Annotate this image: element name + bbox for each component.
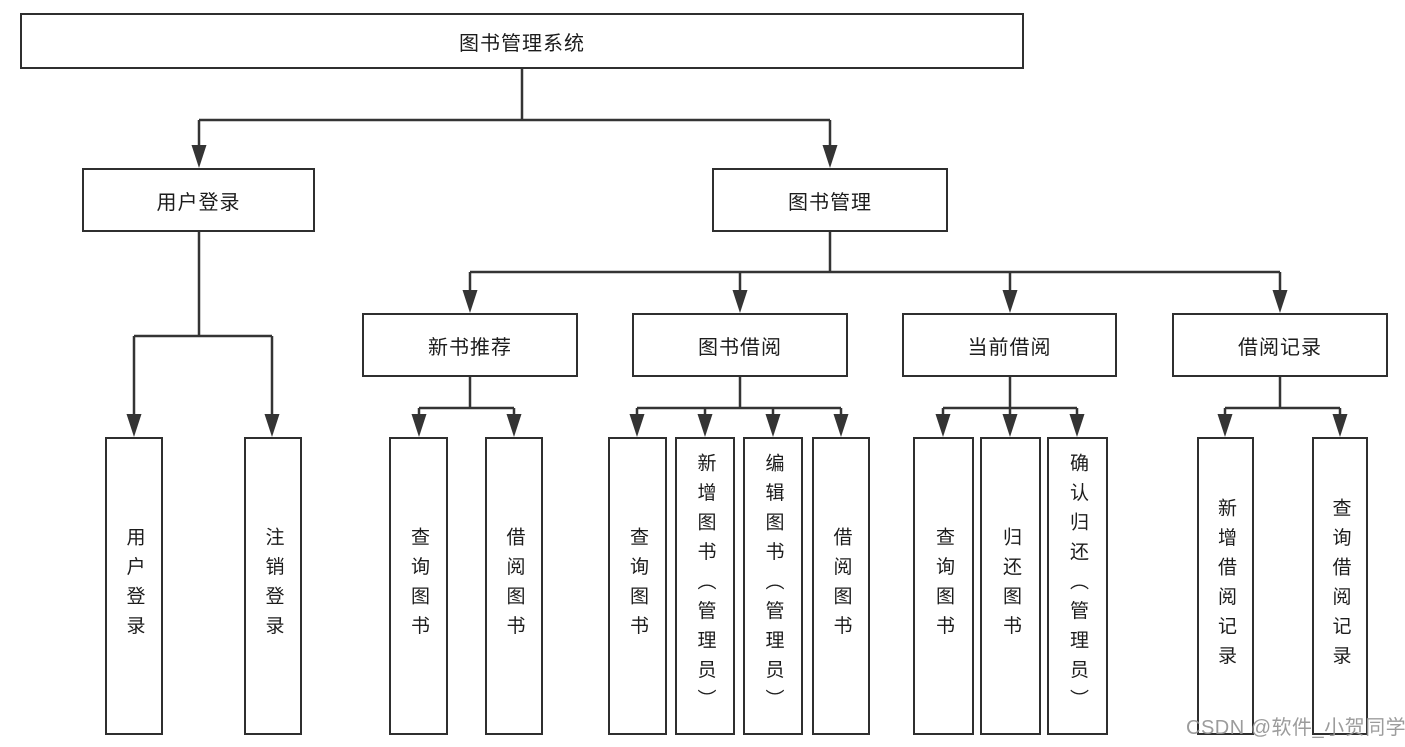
- leaf-add-book-admin-label: 新增图书（管理员）: [694, 453, 716, 719]
- csdn-watermark: CSDN @软件_小贺同学: [1186, 717, 1405, 739]
- node-root-label: 图书管理系统: [459, 32, 585, 55]
- leaf-recommend-query-book-label: 查询图书: [408, 527, 429, 645]
- node-book-management: 图书管理: [712, 168, 948, 232]
- leaf-edit-book-admin: 编辑图书（管理员）: [743, 437, 803, 735]
- node-root: 图书管理系统: [20, 13, 1024, 69]
- leaf-borrow-query-book: 查询图书: [608, 437, 667, 735]
- leaf-borrow-book: 借阅图书: [812, 437, 870, 735]
- leaf-recommend-borrow-book: 借阅图书: [485, 437, 543, 735]
- leaf-current-query-book-label: 查询图书: [933, 527, 954, 645]
- leaf-logout-label: 注销登录: [262, 527, 284, 645]
- node-book-borrow-label: 图书借阅: [698, 336, 782, 359]
- leaf-current-query-book: 查询图书: [913, 437, 974, 735]
- node-current-borrow-label: 当前借阅: [967, 336, 1052, 359]
- node-current-borrow: 当前借阅: [902, 313, 1117, 377]
- leaf-borrow-query-book-label: 查询图书: [627, 527, 648, 645]
- leaf-borrow-book-label: 借阅图书: [830, 527, 852, 645]
- leaf-add-book-admin: 新增图书（管理员）: [675, 437, 735, 735]
- connector-lines: [132, 69, 1342, 417]
- leaf-edit-book-admin-label: 编辑图书（管理员）: [762, 453, 784, 719]
- node-new-book-recommend-label: 新书推荐: [428, 336, 512, 359]
- leaf-query-borrow-record-label: 查询借阅记录: [1329, 497, 1351, 675]
- node-borrow-record: 借阅记录: [1172, 313, 1388, 377]
- node-user-login: 用户登录: [82, 168, 315, 232]
- node-book-borrow: 图书借阅: [632, 313, 848, 377]
- leaf-return-book: 归还图书: [980, 437, 1041, 735]
- node-new-book-recommend: 新书推荐: [362, 313, 578, 377]
- leaf-recommend-query-book: 查询图书: [389, 437, 448, 735]
- leaf-logout: 注销登录: [244, 437, 302, 735]
- leaf-confirm-return-admin: 确认归还（管理员）: [1047, 437, 1108, 735]
- leaf-return-book-label: 归还图书: [1000, 527, 1021, 645]
- leaf-confirm-return-admin-label: 确认归还（管理员）: [1067, 453, 1088, 719]
- leaf-add-borrow-record: 新增借阅记录: [1197, 437, 1254, 735]
- leaf-recommend-borrow-book-label: 借阅图书: [503, 527, 525, 645]
- node-user-login-label: 用户登录: [156, 191, 241, 214]
- leaf-user-login-label: 用户登录: [123, 527, 145, 645]
- node-borrow-record-label: 借阅记录: [1238, 336, 1322, 359]
- leaf-add-borrow-record-label: 新增借阅记录: [1215, 497, 1236, 675]
- node-book-management-label: 图书管理: [788, 191, 872, 214]
- leaf-user-login: 用户登录: [105, 437, 163, 735]
- leaf-query-borrow-record: 查询借阅记录: [1312, 437, 1368, 735]
